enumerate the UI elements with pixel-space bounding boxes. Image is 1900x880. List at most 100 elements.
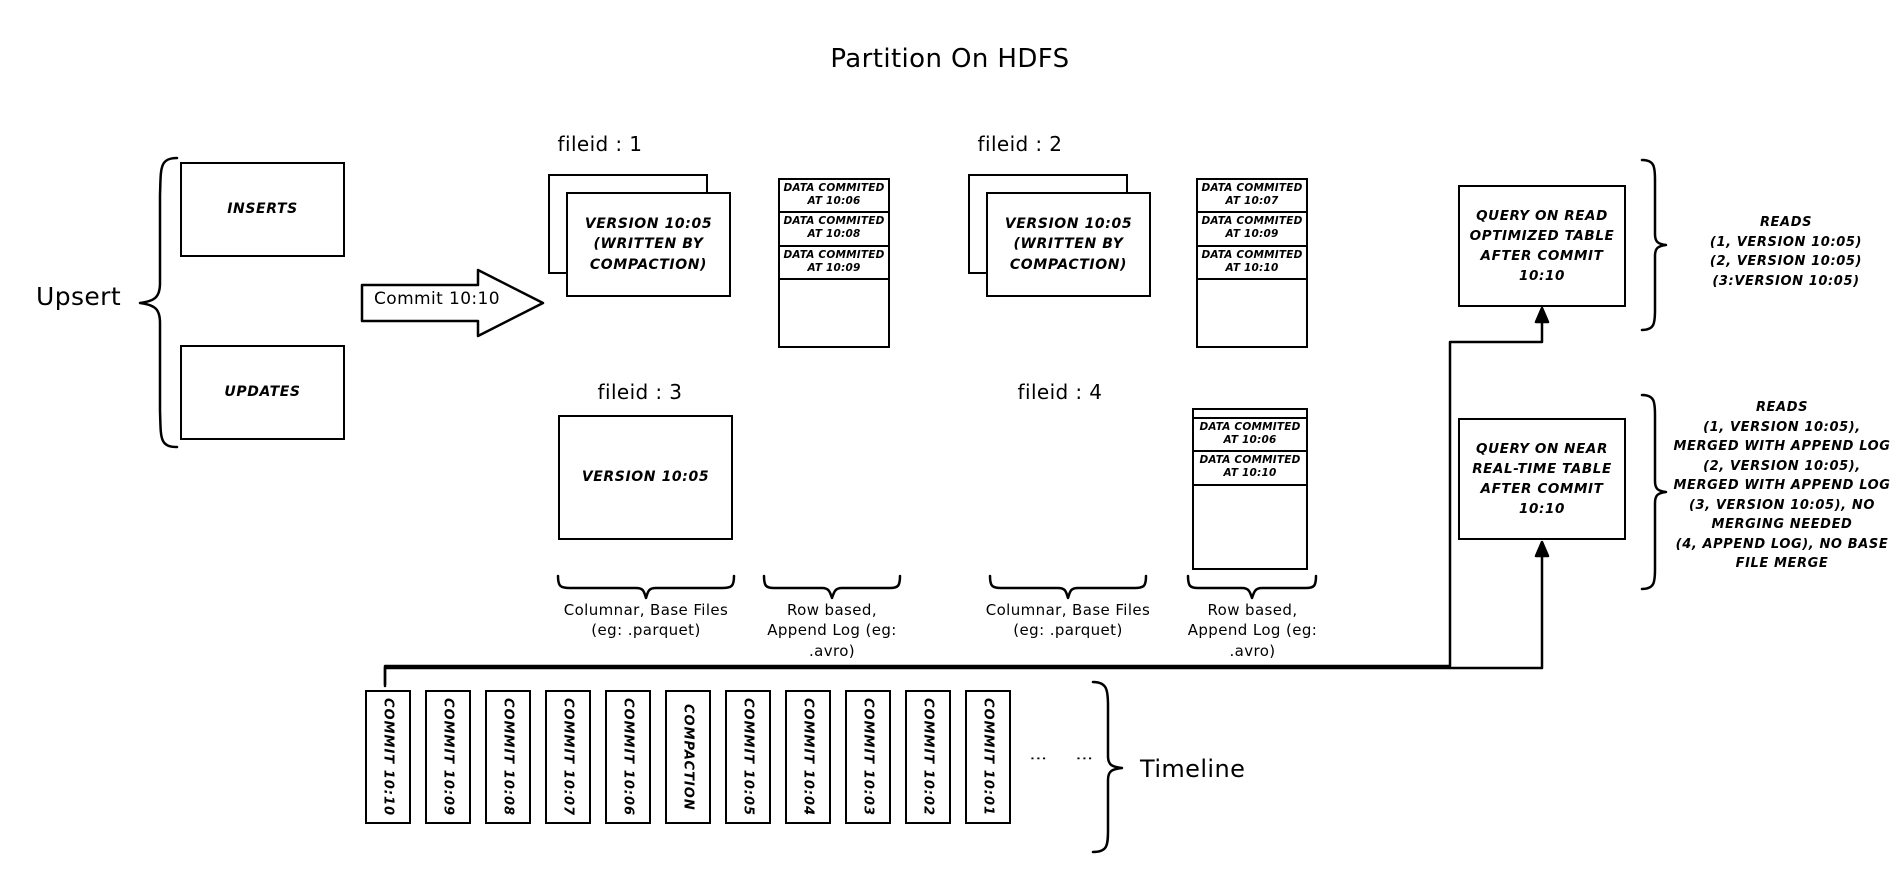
timeline-cell-label: COMMIT 10:03 (860, 697, 876, 817)
text-line: Columnar, Base Files (985, 601, 1151, 619)
timeline-cell[interactable]: COMMIT 10:08 (485, 690, 531, 824)
text-line: (3:VERSION 10:05) (1712, 273, 1860, 289)
timeline-cell[interactable]: COMMIT 10:10 (365, 690, 411, 824)
log-row-top-strip (1194, 410, 1306, 419)
rowbased-right-brace-icon (1186, 574, 1318, 600)
timeline-to-near-real-time-connector (383, 540, 1550, 688)
fileid-2-base-file-front[interactable]: VERSION 10:05 (WRITTEN BY COMPACTION) (986, 192, 1151, 297)
query-near-real-time-box[interactable]: QUERY ON NEAR REAL-TIME TABLE AFTER COMM… (1458, 418, 1626, 540)
text-line: COMPACTION) (589, 256, 708, 273)
log-row: DATA COMMITED AT 10:09 (1198, 213, 1306, 247)
timeline-cell[interactable]: COMMIT 10:09 (425, 690, 471, 824)
upsert-label: Upsert (36, 282, 122, 311)
reads-optimized-brace-icon (1640, 158, 1668, 332)
text-line: AT 10:06 (807, 195, 861, 208)
text-line: .avro) (1229, 641, 1276, 660)
log-row-empty (1198, 280, 1306, 298)
columnar-right-caption: Columnar, Base Files (eg: .parquet) (968, 600, 1168, 641)
query-near-real-time-label: QUERY ON NEAR REAL-TIME TABLE AFTER COMM… (1472, 439, 1612, 520)
reads-realtime-text: READS (1, VERSION 10:05), MERGED WITH AP… (1664, 398, 1900, 574)
fileid-1-base-file-front[interactable]: VERSION 10:05 (WRITTEN BY COMPACTION) (566, 192, 731, 297)
text-line: REAL-TIME TABLE (1472, 460, 1612, 477)
timeline-cell[interactable]: COMMIT 10:05 (725, 690, 771, 824)
text-line: READS (1759, 215, 1813, 230)
text-line: AT 10:07 (1225, 195, 1279, 208)
text-line: VERSION 10:05 (581, 469, 710, 486)
timeline-cell[interactable]: COMMIT 10:01 (965, 690, 1011, 824)
text-line: AT 10:10 (1225, 261, 1279, 274)
text-line: (2, VERSION 10:05), (1703, 458, 1861, 474)
text-line: (2, VERSION 10:05) (1709, 254, 1863, 269)
timeline-cell[interactable]: COMMIT 10:03 (845, 690, 891, 824)
timeline-cell-compaction[interactable]: COMPACTION (665, 690, 711, 824)
text-line: DATA COMMITED (783, 215, 885, 228)
log-row: DATA COMMITED AT 10:06 (1194, 419, 1306, 453)
text-line: QUERY ON READ (1476, 207, 1608, 224)
text-line: MERGING NEEDED (1711, 517, 1853, 532)
fileid-4-header: fileid : 4 (1017, 380, 1103, 404)
timeline-cell[interactable]: COMMIT 10:07 (545, 690, 591, 824)
text-line: QUERY ON NEAR (1476, 440, 1608, 457)
timeline-cell-label: COMMIT 10:07 (560, 697, 576, 817)
reads-realtime-brace-icon (1640, 393, 1668, 591)
text-line: DATA COMMITED (1199, 421, 1301, 433)
fileid-4-append-log[interactable]: DATA COMMITED AT 10:06 DATA COMMITED AT … (1192, 408, 1308, 570)
text-line: (WRITTEN BY (593, 236, 704, 253)
rowbased-left-caption: Row based, Append Log (eg: .avro) (762, 600, 902, 661)
page-title: Partition On HDFS (830, 44, 1070, 74)
text-line: DATA COMMITED (783, 248, 885, 261)
text-line: (WRITTEN BY (1013, 236, 1124, 253)
log-row-empty (780, 280, 888, 298)
timeline-cell-label: COMPACTION (680, 703, 696, 811)
text-line: (1, VERSION 10:05), (1703, 419, 1861, 435)
log-row: DATA COMMITED AT 10:10 (1198, 247, 1306, 280)
log-row: DATA COMMITED AT 10:07 (1198, 180, 1306, 214)
text-line: DATA COMMITED (783, 182, 885, 194)
text-line: Row based, (1207, 601, 1298, 619)
fileid-1-base-file-label: VERSION 10:05 (WRITTEN BY COMPACTION) (585, 214, 712, 275)
timeline-cell-label: COMMIT 10:10 (380, 697, 396, 817)
updates-label: UPDATES (224, 384, 301, 401)
text-line: AFTER COMMIT (1480, 481, 1604, 497)
fileid-1-header: fileid : 1 (557, 132, 643, 156)
columnar-left-brace-icon (556, 574, 736, 600)
fileid-2-base-file-label: VERSION 10:05 (WRITTEN BY COMPACTION) (1005, 214, 1132, 275)
inserts-label: INSERTS (227, 201, 298, 218)
rowbased-right-caption: Row based, Append Log (eg: .avro) (1180, 600, 1325, 661)
text-line: COMPACTION) (1009, 256, 1128, 273)
text-line: FILE MERGE (1735, 556, 1829, 571)
fileid-3-base-file[interactable]: VERSION 10:05 (558, 415, 733, 540)
text-line: Row based, (786, 601, 877, 619)
fileid-3-header: fileid : 3 (597, 380, 683, 404)
query-read-optimized-label: QUERY ON READ OPTIMIZED TABLE AFTER COMM… (1470, 206, 1615, 287)
columnar-left-caption: Columnar, Base Files (eg: .parquet) (546, 600, 746, 641)
timeline-ellipsis-2: ⋮ (1074, 750, 1094, 771)
commit-arrow-label: Commit 10:10 (374, 289, 500, 309)
text-line: (3, VERSION 10:05), NO (1689, 497, 1875, 513)
columnar-right-brace-icon (988, 574, 1148, 600)
updates-box[interactable]: UPDATES (180, 345, 345, 440)
log-row: DATA COMMITED AT 10:10 (1194, 452, 1306, 486)
timeline-cell-label: COMMIT 10:04 (800, 697, 816, 817)
timeline-cell-label: COMMIT 10:08 (500, 697, 516, 817)
fileid-1-append-log[interactable]: DATA COMMITED AT 10:06 DATA COMMITED AT … (778, 178, 890, 348)
text-line: (1, VERSION 10:05) (1709, 234, 1863, 250)
timeline-cell[interactable]: COMMIT 10:06 (605, 690, 651, 824)
timeline-ellipsis-1: ⋮ (1028, 750, 1048, 771)
fileid-2-append-log[interactable]: DATA COMMITED AT 10:07 DATA COMMITED AT … (1196, 178, 1308, 348)
query-read-optimized-box[interactable]: QUERY ON READ OPTIMIZED TABLE AFTER COMM… (1458, 185, 1626, 307)
text-line: AT 10:06 (1223, 434, 1277, 447)
timeline-cell[interactable]: COMMIT 10:02 (905, 690, 951, 824)
text-line: DATA COMMITED (1201, 215, 1303, 228)
timeline-cell[interactable]: COMMIT 10:04 (785, 690, 831, 824)
fileid-3-base-file-label: VERSION 10:05 (582, 467, 709, 487)
text-line: (eg: .parquet) (591, 621, 701, 640)
log-row: DATA COMMITED AT 10:09 (780, 247, 888, 280)
text-line: AT 10:10 (1223, 467, 1277, 480)
inserts-box[interactable]: INSERTS (180, 162, 345, 257)
text-line: Columnar, Base Files (563, 601, 729, 619)
text-line: DATA COMMITED (1201, 182, 1303, 194)
text-line: (4, APPEND LOG), NO BASE (1675, 536, 1889, 552)
reads-optimized-text: READS (1, VERSION 10:05) (2, VERSION 10:… (1672, 213, 1900, 291)
